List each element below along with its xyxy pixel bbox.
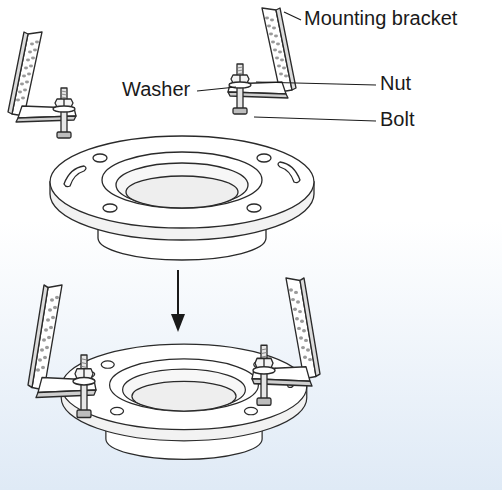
bracket-bottom-left xyxy=(28,285,96,418)
bracket-bottom-right xyxy=(252,278,320,405)
part-label: Nut xyxy=(380,72,411,95)
down-arrow xyxy=(171,270,185,332)
part-label: Mounting bracket xyxy=(304,7,457,30)
part-label: Washer xyxy=(122,78,190,101)
flange-top xyxy=(50,136,314,260)
bracket-top-left xyxy=(8,32,76,138)
part-label: Bolt xyxy=(380,108,414,131)
bracket-top-right xyxy=(228,8,296,114)
